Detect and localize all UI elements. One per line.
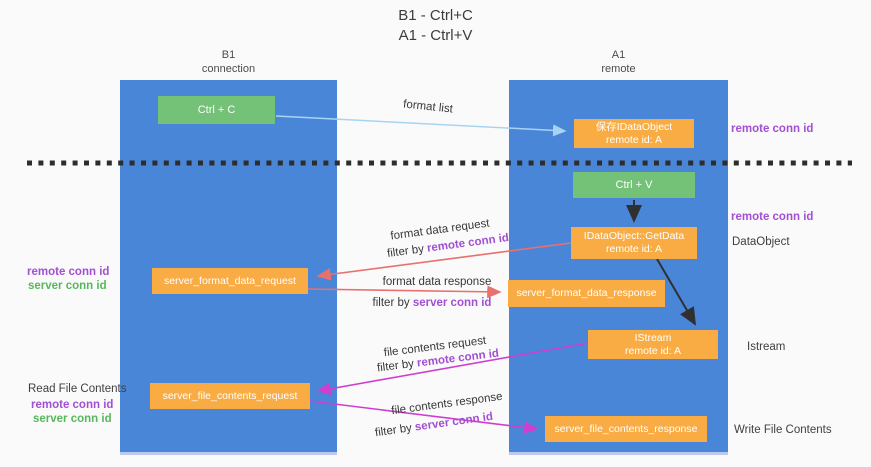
remote-conn-id-label-right-top: remote conn id [731,123,814,135]
server-file-contents-response-label: server_file_contents_response [554,422,698,435]
istream-node: IStream remote id: A [588,330,718,359]
save-dataobject-line1: 保存IDataObject [595,120,673,133]
title-line-1: B1 - Ctrl+C [398,7,473,24]
left-lane-header: B1 connection [120,48,337,76]
format-list-label: format list [402,98,454,116]
save-dataobject-line2: remote id: A [605,133,663,146]
left-lane-subtitle: connection [201,63,256,75]
format-data-response-label: format data response [382,276,492,288]
filter-by-text: filter by [374,421,416,440]
title-line-2: A1 - Ctrl+V [398,27,473,44]
filter-by-text: filter by [386,242,428,260]
ctrl-v-label: Ctrl + V [615,178,653,191]
remote-conn-id-label-right-mid: remote conn id [731,211,814,223]
getdata-line2: remote id: A [605,243,663,255]
istream-label: Istream [747,341,786,353]
server-conn-id-label-left-bottom: server conn id [33,413,112,425]
right-lane-subtitle: remote [601,63,636,75]
read-file-contents-label: Read File Contents [28,383,127,395]
ctrl-c-node: Ctrl + C [158,96,275,124]
diagram-title: B1 - Ctrl+C A1 - Ctrl+V [0,6,871,46]
ctrl-c-label: Ctrl + C [197,103,236,116]
server-file-contents-response-node: server_file_contents_response [545,416,707,442]
left-lane-title: B1 [221,49,236,61]
remote-conn-id-label-left-top: remote conn id [27,266,110,278]
right-lane-title: A1 [611,49,626,61]
right-lane-header: A1 remote [509,48,728,76]
server-conn-id-emphasis: server conn id [414,410,494,434]
dataobject-label: DataObject [732,236,790,248]
format-data-response-filter-label: filter by server conn id [373,297,492,309]
server-format-data-request-label: server_format_data_request [164,274,296,287]
getdata-node: IDataObject::GetData remote id: A [571,227,697,259]
server-file-contents-request-label: server_file_contents_request [162,389,298,402]
remote-conn-id-label-left-bottom: remote conn id [31,399,114,411]
server-format-data-response-node: server_format_data_response [508,280,665,307]
write-file-contents-label: Write File Contents [734,424,832,436]
server-file-contents-request-node: server_file_contents_request [150,383,310,409]
server-format-data-request-node: server_format_data_request [152,268,308,294]
server-conn-id-label-left-top: server conn id [28,280,107,292]
save-dataobject-node: 保存IDataObject remote id: A [574,119,694,148]
server-format-data-response-label: server_format_data_response [516,287,657,299]
filter-by-text: filter by [372,297,413,309]
ctrl-v-node: Ctrl + V [573,172,695,198]
server-conn-id-emphasis: server conn id [412,297,492,309]
filter-by-text: filter by [376,357,418,375]
getdata-line1: IDataObject::GetData [583,230,685,242]
istream-line2: remote id: A [624,344,682,357]
istream-line1: IStream [634,331,672,344]
